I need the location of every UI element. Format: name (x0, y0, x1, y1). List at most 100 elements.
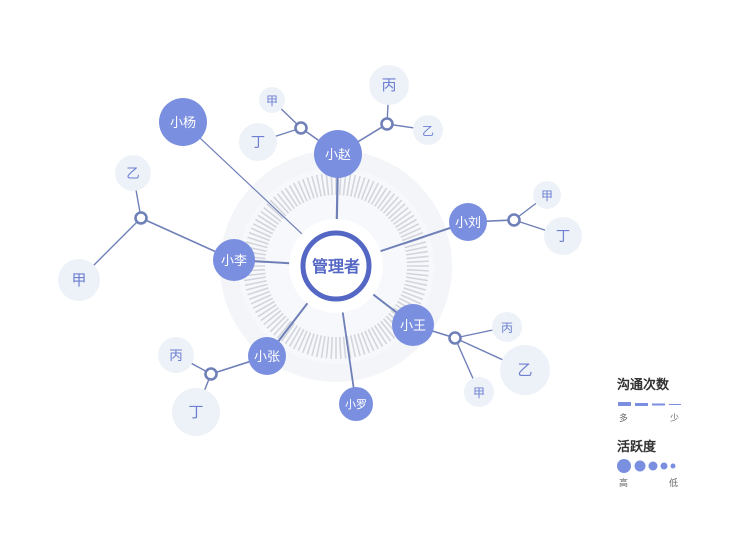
leaf-node-zhao-1[interactable]: 丁 (239, 123, 277, 161)
halo-tick (330, 336, 334, 359)
leaf-node-label: 丙 (381, 76, 396, 94)
halo-tick (377, 322, 392, 342)
halo-tick (373, 325, 388, 345)
leaf-node-label: 乙 (126, 166, 140, 182)
halo-tick (370, 327, 384, 347)
halo-tick (325, 173, 330, 196)
hub-wang[interactable] (448, 331, 462, 345)
member-node-label: 小王 (400, 319, 426, 334)
hub-zhao[interactable] (294, 121, 308, 135)
halo-tick (397, 218, 417, 232)
halo-tick (342, 173, 347, 196)
center-node-label: 管理者 (312, 257, 360, 276)
member-node-disc (392, 304, 434, 346)
leaf-node-disc (369, 65, 409, 105)
halo-tick (257, 303, 277, 318)
halo-tick (357, 333, 366, 355)
halo-tick (406, 276, 428, 282)
halo-tick (250, 294, 272, 305)
halo-tick (284, 187, 299, 207)
hub-liu[interactable] (507, 213, 521, 227)
legend-activity-dot-3 (648, 461, 658, 471)
leaf-node-label: 丁 (251, 135, 265, 151)
center-node-manager[interactable]: 管理者 (289, 219, 383, 313)
halo-tick (406, 268, 429, 272)
leaf-node-zhao-2[interactable]: 丙 (369, 65, 409, 105)
legend-activity-dot-2 (634, 460, 646, 472)
leaf-node-liu-0[interactable]: 甲 (533, 181, 561, 209)
member-node-zhao[interactable]: 小赵 (314, 130, 362, 178)
leaf-node-liu-1[interactable]: 丁 (544, 217, 582, 255)
leaf-node-disc (58, 259, 100, 301)
halo-tick (252, 223, 274, 235)
halo-tick (404, 241, 427, 249)
member-node-liu[interactable]: 小刘 (449, 203, 487, 241)
leaf-node-label: 甲 (541, 189, 553, 203)
member-node-label: 小李 (221, 254, 247, 269)
halo-tick (406, 260, 429, 264)
leaf-node-zhang-0[interactable]: 丙 (158, 337, 194, 373)
halo-tick (346, 336, 352, 358)
leaf-node-wang-2[interactable]: 甲 (464, 377, 494, 407)
leaf-node-wang-1[interactable]: 乙 (500, 345, 550, 395)
halo-tick (280, 322, 295, 342)
halo-tick (320, 336, 326, 358)
halo-tick (266, 203, 284, 220)
leaf-node-zhao-0[interactable]: 甲 (259, 87, 285, 113)
halo-tick (306, 177, 315, 199)
halo-tick (385, 199, 403, 217)
member-node-yang[interactable]: 小杨 (159, 98, 207, 146)
halo-tick (247, 287, 269, 296)
halo-tick (315, 174, 323, 197)
legend-comm-swatch-1 (618, 402, 631, 406)
legend-activity-low: 低 (669, 477, 678, 489)
halo-tick (360, 331, 371, 354)
halo-tick (266, 312, 284, 329)
leaf-node-disc (239, 123, 277, 161)
halo-tick (248, 231, 271, 242)
member-node-label: 小罗 (345, 398, 367, 411)
member-node-zhang[interactable]: 小张 (248, 337, 286, 375)
leaf-node-wang-0[interactable]: 丙 (492, 312, 522, 342)
halo-tick (260, 210, 280, 225)
member-node-disc (314, 130, 362, 178)
halo-tick (370, 185, 384, 205)
halo-tick (284, 325, 299, 345)
halo-tick (349, 174, 357, 197)
halo-tick (315, 335, 323, 358)
halo-tick (367, 328, 379, 350)
halo-tick (398, 223, 420, 235)
member-node-luo[interactable]: 小罗 (339, 387, 373, 421)
leaf-node-disc (492, 312, 522, 342)
hub-zhang[interactable] (204, 367, 218, 381)
leaf-node-zhang-1[interactable]: 丁 (172, 388, 220, 436)
hub-zhao-2[interactable] (380, 117, 394, 131)
halo-tick (257, 214, 277, 229)
halo-tick (276, 193, 292, 212)
halo-tick (293, 328, 305, 350)
leaf-node-li-1[interactable]: 甲 (58, 259, 100, 301)
halo-tick (311, 334, 319, 357)
hub-li[interactable] (134, 211, 148, 225)
halo-tick (255, 218, 275, 232)
member-node-li[interactable]: 小李 (213, 239, 255, 281)
legend-activity-high: 高 (619, 477, 628, 489)
member-node-disc (449, 203, 487, 241)
legend: 沟通次数 多 少 活跃度 高 低 (617, 377, 681, 489)
member-node-wang[interactable]: 小王 (392, 304, 434, 346)
halo-tick (245, 283, 268, 291)
member-node-disc (339, 387, 373, 421)
halo-tick (390, 206, 409, 222)
halo-tick (406, 272, 429, 277)
leaf-node-disc (544, 217, 582, 255)
halo-tick (377, 190, 392, 210)
halo-tick (301, 331, 312, 354)
leaf-node-disc (158, 337, 194, 373)
leaf-node-li-0[interactable]: 乙 (115, 155, 151, 191)
halo-tick (244, 279, 267, 287)
halo-tick (244, 276, 266, 282)
leaf-node-zhao-3[interactable]: 乙 (413, 115, 443, 145)
halo-tick (273, 318, 290, 336)
leaf-node-label: 丙 (169, 348, 183, 364)
